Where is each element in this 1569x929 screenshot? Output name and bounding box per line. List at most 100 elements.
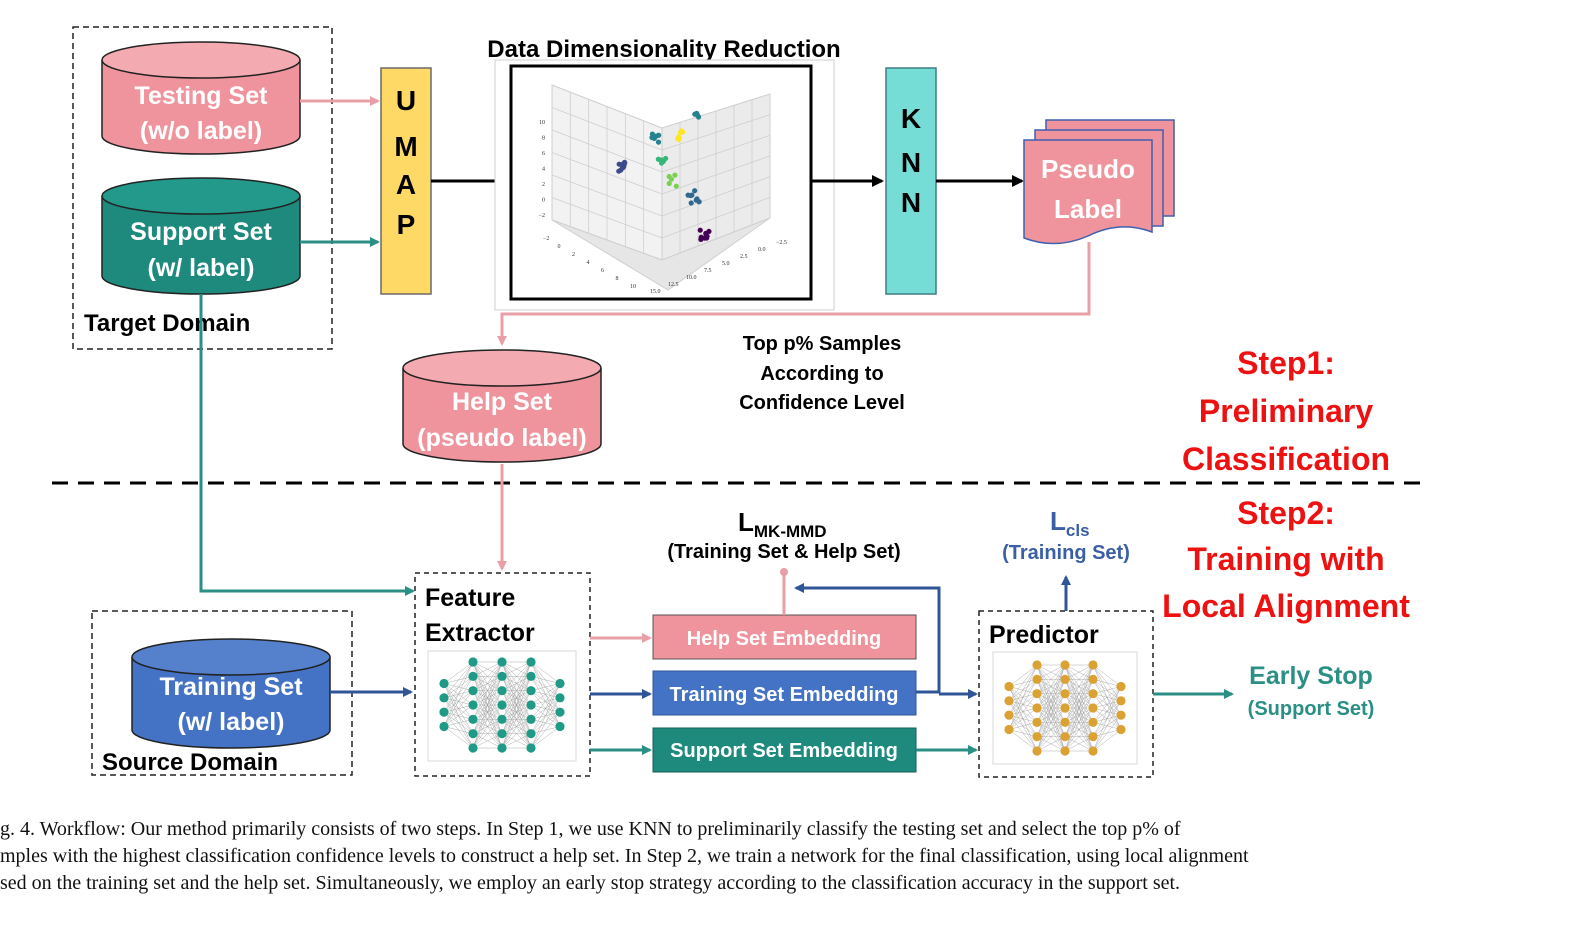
umap-letter-m: M <box>394 131 417 162</box>
source-domain-label: Source Domain <box>102 749 278 776</box>
help-set-embedding-label: Help Set Embedding <box>687 628 881 650</box>
help-set-sublabel: (pseudo label) <box>417 424 586 452</box>
network-edge <box>1092 664 1122 687</box>
network-edge <box>443 676 474 727</box>
network-node <box>526 686 536 696</box>
network-edge <box>1092 686 1122 694</box>
knn-block <box>885 67 937 295</box>
network-edge <box>1008 664 1038 687</box>
cls-loss-main: L <box>1050 506 1066 536</box>
network-edge <box>1008 722 1038 730</box>
network-edge <box>501 690 532 749</box>
network-node <box>468 671 478 681</box>
network-edge <box>1064 679 1094 752</box>
plot-point <box>653 133 659 139</box>
plot-point <box>693 197 699 203</box>
support-set-embedding-box <box>652 727 917 773</box>
support-set-embedding-label: Support Set Embedding <box>670 740 898 762</box>
network-edge <box>1036 664 1066 752</box>
network-edge <box>1064 707 1094 752</box>
plot-x-tick: 4 <box>587 260 590 266</box>
network-edge <box>443 661 474 684</box>
network-node <box>555 693 565 703</box>
training-set-cylinder: Training Set (w/ label) <box>131 638 331 749</box>
network-edge <box>1064 664 1094 709</box>
network-node <box>1032 746 1042 756</box>
plot-z-tick: 4 <box>542 167 545 173</box>
network-edge <box>501 661 532 734</box>
plot-point <box>673 183 679 189</box>
network-node <box>1060 746 1070 756</box>
plot-x-tick: 10 <box>630 284 636 290</box>
feature-extractor-sublabel: Extractor <box>425 619 535 647</box>
network-edge <box>1008 729 1038 752</box>
caption-line-2: mples with the highest classification co… <box>0 845 1249 867</box>
network-edge <box>1036 664 1066 709</box>
knn-letter-n2: N <box>901 187 921 218</box>
arrow-pseudo-to-help <box>497 242 1091 346</box>
network-edge <box>530 726 561 749</box>
plot-point <box>694 110 700 116</box>
plot-3d-umap: 1086420−2−2024681015.012.510.07.55.02.50… <box>539 84 787 295</box>
network-edge <box>1036 664 1066 680</box>
plot-x-tick: 0 <box>558 244 561 250</box>
network-edge <box>1092 729 1122 752</box>
network-edge <box>1092 686 1122 723</box>
network-edge <box>1036 736 1066 752</box>
network-edge <box>501 719 532 749</box>
network-node <box>439 678 449 689</box>
network-edge <box>472 661 503 706</box>
workflow-diagram: Target Domain Testing Set (w/o label) Su… <box>52 26 1428 778</box>
cls-loss-symbol: Lcls <box>1050 506 1090 540</box>
plot-z-tick: 10 <box>539 120 545 126</box>
network-node <box>1004 710 1014 720</box>
plot-point <box>698 234 704 240</box>
network-node <box>1032 660 1042 670</box>
training-set-label: Training Set <box>159 673 303 701</box>
step1-subtitle-2: Classification <box>1182 441 1390 477</box>
network-node <box>1088 660 1098 670</box>
network-edge <box>501 661 532 706</box>
training-set-embedding-box <box>652 670 917 716</box>
ddr-title: Data Dimensionality Reduction <box>487 36 840 63</box>
network-edge <box>530 683 561 749</box>
network-node <box>526 743 536 753</box>
network-node <box>1088 717 1098 727</box>
umap-letter-a: A <box>396 169 416 200</box>
network-node <box>1060 732 1070 742</box>
network-node <box>1060 689 1070 699</box>
plot-point <box>621 164 627 170</box>
network-node <box>468 714 478 724</box>
network-node <box>1116 681 1126 692</box>
pseudo-label-text: Pseudo <box>1041 154 1135 184</box>
plot-z-tick: −2 <box>539 213 545 219</box>
plot-y-tick: −2.5 <box>776 240 787 246</box>
support-set-sublabel: (w/ label) <box>148 254 255 282</box>
plot-point <box>666 173 672 180</box>
training-set-embedding-label: Training Set Embedding <box>670 684 899 706</box>
plot-z-tick: 8 <box>542 136 545 142</box>
mmd-loss-symbol: LMK-MMD <box>738 507 827 541</box>
step1-title: Step1: <box>1237 345 1335 381</box>
plot-y-tick: 2.5 <box>740 254 748 260</box>
mmd-junction <box>780 568 788 576</box>
network-edge <box>1008 693 1038 730</box>
network-node <box>497 700 507 710</box>
network-node <box>526 700 536 710</box>
network-edge <box>501 661 532 720</box>
network-node <box>555 721 565 732</box>
step2-subtitle: Training with <box>1187 541 1384 577</box>
network-node <box>439 693 449 703</box>
plot-y-tick: 15.0 <box>650 289 661 295</box>
early-stop-label: Early Stop <box>1249 662 1373 690</box>
network-node <box>468 686 478 696</box>
network-edge <box>501 661 532 691</box>
network-node <box>439 721 449 732</box>
network-node <box>1032 717 1042 727</box>
network-edge <box>1064 664 1094 737</box>
plot-point <box>685 192 691 198</box>
cls-loss-subscript: cls <box>1066 521 1090 540</box>
plot-point <box>672 172 678 178</box>
network-edge <box>501 704 532 749</box>
network-edge <box>1008 679 1038 730</box>
